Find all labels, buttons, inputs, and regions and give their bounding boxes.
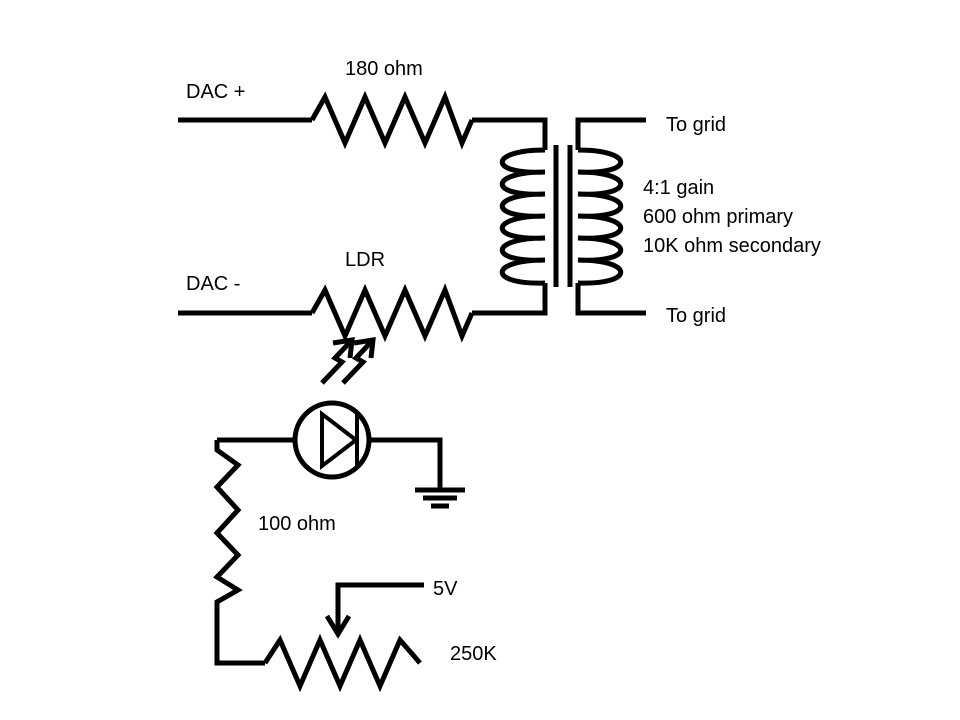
label-5v: 5V xyxy=(433,578,458,600)
label-250k: 250K xyxy=(450,643,497,665)
label-dac-plus: DAC + xyxy=(186,81,245,103)
ground-symbol xyxy=(415,487,465,509)
label-ldr: LDR xyxy=(345,249,385,271)
label-to-grid-top: To grid xyxy=(666,114,726,136)
label-to-grid-bottom: To grid xyxy=(666,305,726,327)
led-triangle xyxy=(320,409,360,471)
resistor-180-ohm xyxy=(309,90,475,150)
pot-wiper-arrowhead xyxy=(324,614,352,639)
dac-plus-branch xyxy=(178,90,548,150)
wire-secondary-bottom xyxy=(575,283,646,316)
wire-secondary-top xyxy=(575,117,646,150)
pot-wiper xyxy=(335,582,424,632)
led-resistor-branch xyxy=(213,440,265,666)
light-arrow-left xyxy=(320,338,354,385)
light-arrows xyxy=(320,337,376,385)
ldr-resistor xyxy=(309,283,475,343)
wire-led-right xyxy=(369,437,443,490)
wire-to-primary-bottom xyxy=(472,283,548,316)
wire-to-primary-top xyxy=(472,117,548,150)
pot-resistor xyxy=(262,633,422,693)
secondary-winding xyxy=(577,147,624,286)
light-arrow-right-head xyxy=(353,337,376,359)
label-primary: 600 ohm primary xyxy=(643,206,793,228)
light-arrow-left-head xyxy=(332,337,355,359)
label-gain: 4:1 gain xyxy=(643,177,714,199)
label-100-ohm: 100 ohm xyxy=(258,513,336,535)
label-secondary: 10K ohm secondary xyxy=(643,235,821,257)
potentiometer xyxy=(262,582,424,693)
label-180-ohm: 180 ohm xyxy=(345,58,423,80)
transformer xyxy=(499,117,646,316)
light-arrow-right xyxy=(341,338,375,385)
dac-minus-branch xyxy=(178,283,548,343)
primary-winding xyxy=(499,147,546,286)
led-section xyxy=(217,400,443,490)
label-dac-minus: DAC - xyxy=(186,273,240,295)
resistor-100-ohm xyxy=(213,440,265,666)
